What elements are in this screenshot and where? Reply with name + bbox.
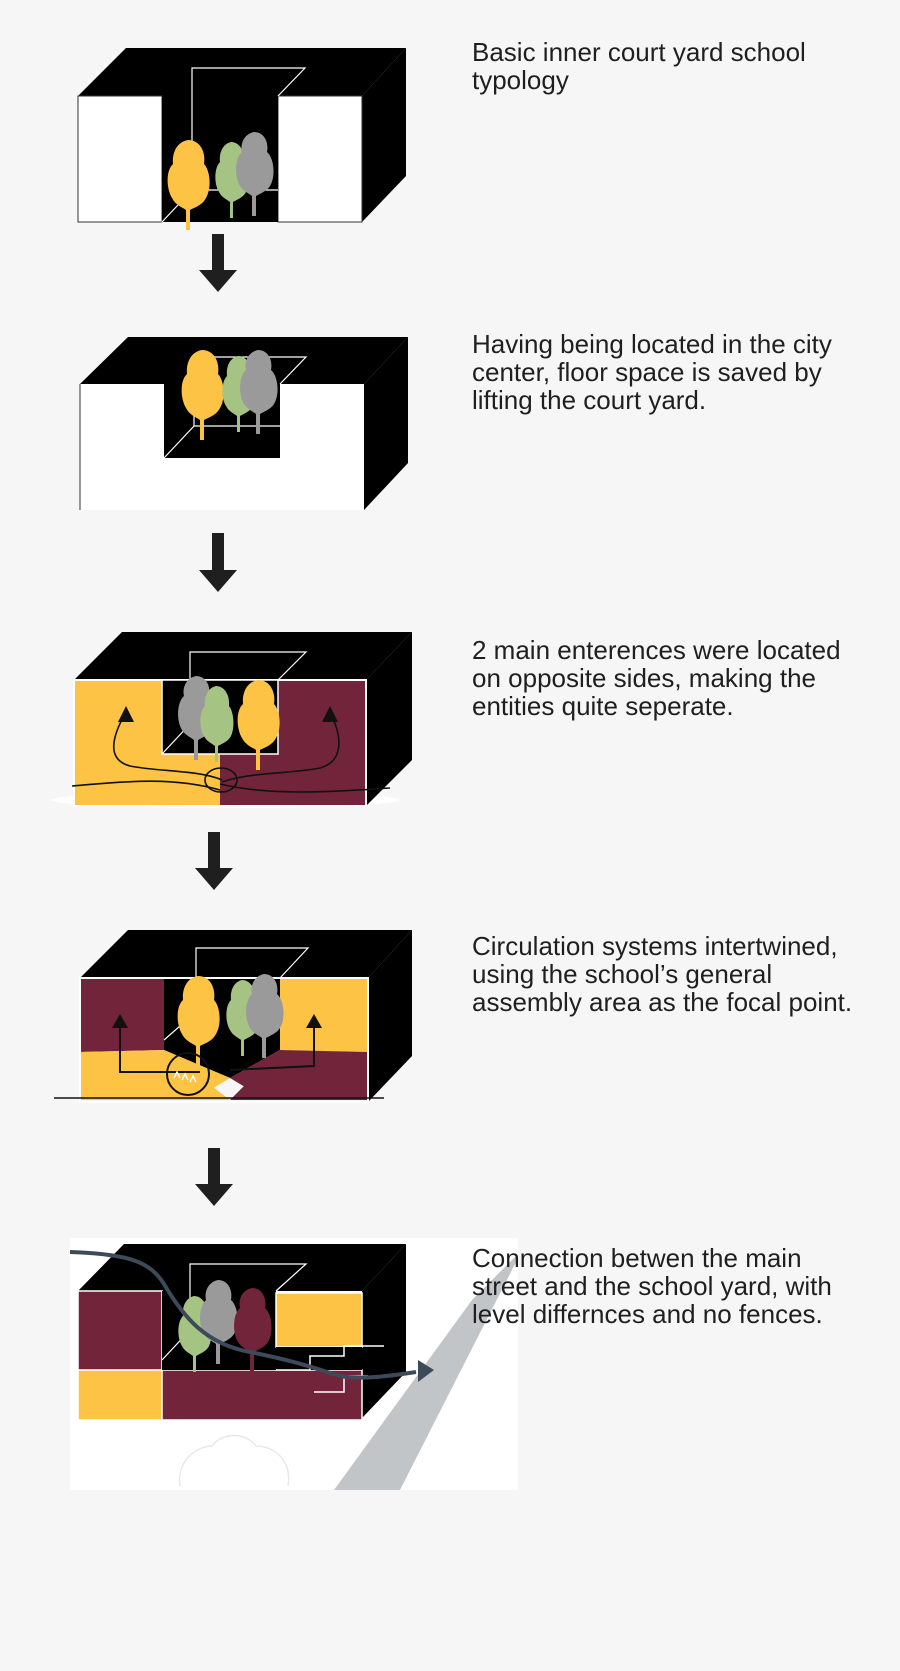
block-top	[78, 1244, 406, 1291]
step-5-caption: Connection betwen the main street and th…	[472, 1243, 832, 1329]
level-steps	[276, 1345, 384, 1371]
entrance-arrow-icon	[306, 1014, 322, 1028]
step-4-diagram	[54, 930, 412, 1103]
step-4-caption: Circulation systems intertwined, using t…	[472, 931, 853, 1017]
circulation-path-left	[71, 711, 223, 791]
block-side	[368, 930, 412, 1102]
maroon-wing-upper	[80, 978, 164, 1052]
circulation-path	[119, 1024, 315, 1073]
ramp-maroon	[230, 1050, 280, 1090]
yellow-block-bottom-left	[77, 1369, 163, 1421]
block-top	[74, 632, 412, 680]
step-2-diagram	[79, 337, 408, 510]
maroon-wing-lower	[230, 1050, 368, 1100]
assembly-area-circle	[166, 1052, 210, 1096]
people-icon	[173, 1070, 197, 1083]
arrow-down-icon	[199, 234, 237, 292]
circulation-path-right	[219, 711, 391, 793]
step-level	[276, 1347, 362, 1370]
meeting-point	[204, 767, 238, 793]
block-front-right	[277, 95, 363, 223]
step-3-diagram	[50, 632, 412, 808]
entrance-arrow-icon	[322, 706, 338, 722]
step-2-caption: Having being located in the city center,…	[472, 329, 832, 415]
block-top	[78, 48, 406, 96]
maroon-block-bottom	[161, 1369, 363, 1421]
arrow-down-icon	[199, 533, 237, 592]
arrow-down-icon	[195, 1148, 233, 1206]
connection-path	[69, 1250, 417, 1380]
step-1-diagram	[77, 48, 406, 230]
step-1-caption: Basic inner court yard school typology	[472, 37, 806, 95]
yellow-block-right	[275, 1292, 363, 1348]
entrance-arrow-icon	[112, 1014, 128, 1028]
block-side	[362, 48, 406, 222]
connection-arrow-icon	[418, 1360, 434, 1382]
tree-outline	[178, 1434, 290, 1487]
block-side	[364, 337, 408, 510]
arrow-down-icon	[195, 832, 233, 890]
ramp-yellow	[164, 1050, 230, 1090]
step-3-caption: 2 main enterences were located on opposi…	[472, 635, 841, 721]
block-front-left	[77, 95, 163, 223]
yellow-wing-lower	[80, 1050, 230, 1100]
block-side	[366, 632, 412, 806]
yellow-wing-upper	[280, 978, 368, 1052]
entrance-arrow-icon	[118, 706, 134, 722]
step-5-diagram	[69, 1238, 518, 1490]
block-top	[80, 930, 412, 978]
